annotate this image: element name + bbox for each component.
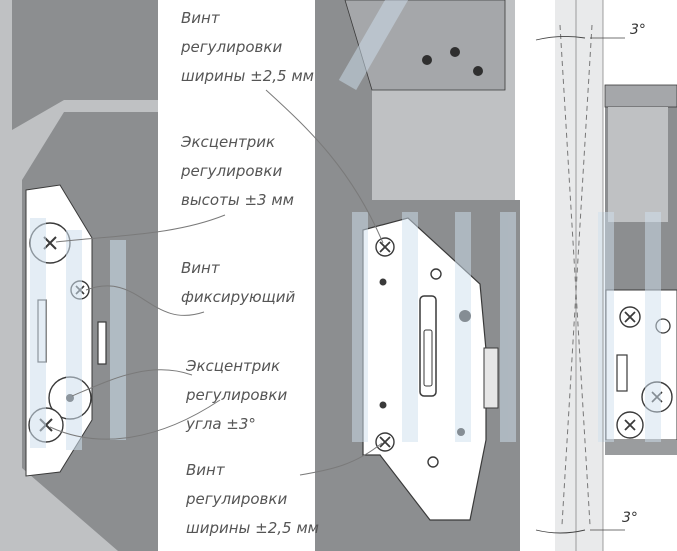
- label-angle-eccentric: Эксцентрик регулировки угла ±3°: [186, 352, 287, 439]
- middle-width-screw-bottom: [375, 432, 395, 452]
- label-height-eccentric-line-3: высоты ±3 мм: [181, 191, 294, 209]
- left-upper-door-panel: [12, 0, 158, 130]
- angle-arc-top: [535, 35, 586, 41]
- angle-arc-bottom: [535, 529, 586, 534]
- label-width-screw-bottom: Винт регулировки ширины ±2,5 мм: [186, 456, 319, 543]
- label-angle-eccentric-line-2: регулировки: [186, 386, 288, 404]
- pin-1: [422, 55, 432, 65]
- label-width-screw-top-line-1: Винт: [181, 9, 220, 27]
- watermark-logo-right: [598, 212, 661, 442]
- right-cabinet-face: [608, 107, 668, 222]
- leader-lines: [49, 89, 384, 476]
- angle-label-bottom: 3°: [622, 510, 638, 526]
- label-width-screw-top-line-2: регулировки: [181, 38, 283, 56]
- hole-4: [379, 401, 387, 409]
- leader-height-eccentric: [55, 214, 226, 243]
- label-fixing-screw: Винт фиксирующий: [181, 254, 295, 312]
- leader-left-width-screw: [49, 399, 221, 440]
- angle-label-top: 3°: [630, 22, 646, 38]
- left-view: [0, 0, 158, 551]
- watermark-logo-middle: [338, 0, 516, 442]
- label-height-eccentric: Эксцентрик регулировки высоты ±3 мм: [181, 128, 294, 215]
- middle-view: [315, 0, 520, 551]
- right-screw-top: [619, 306, 641, 328]
- leader-angle-eccentric: [71, 369, 193, 397]
- right-view: [535, 0, 677, 551]
- tilt-line-right: [561, 24, 593, 526]
- label-width-screw-bottom-line-1: Винт: [186, 461, 225, 479]
- pin-3: [473, 66, 483, 76]
- label-fixing-screw-line-2: фиксирующий: [181, 288, 296, 306]
- hole-1: [379, 278, 387, 286]
- label-angle-eccentric-line-1: Эксцентрик: [186, 357, 281, 375]
- left-slot-2: [97, 321, 107, 365]
- right-door-edge: [555, 0, 603, 551]
- right-cabinet-bottom: [605, 440, 677, 455]
- label-width-screw-bottom-line-3: ширины ±2,5 мм: [186, 519, 319, 537]
- middle-width-screw-top: [375, 237, 395, 257]
- leader-fixing-screw: [85, 285, 205, 316]
- right-screw-bottom: [616, 411, 644, 439]
- label-width-screw-top-line-3: ширины ±2,5 мм: [181, 67, 314, 85]
- pin-2: [450, 47, 460, 57]
- tilt-line-left: [559, 24, 591, 526]
- leader-width-screw-top: [265, 89, 384, 244]
- right-slot: [616, 354, 628, 392]
- middle-inner-slot: [423, 329, 433, 387]
- hole-6: [427, 456, 439, 468]
- label-angle-eccentric-line-3: угла ±3°: [186, 415, 256, 433]
- label-height-eccentric-line-2: регулировки: [181, 162, 283, 180]
- watermark-logo-left: [30, 218, 126, 450]
- label-width-screw-top: Винт регулировки ширины ±2,5 мм: [181, 4, 314, 91]
- label-fixing-screw-line-1: Винт: [181, 259, 220, 277]
- hole-2: [430, 268, 442, 280]
- middle-side-tab: [483, 347, 499, 409]
- leader-width-screw-bottom: [299, 442, 383, 476]
- label-width-screw-bottom-line-2: регулировки: [186, 490, 288, 508]
- label-height-eccentric-line-1: Эксцентрик: [181, 133, 276, 151]
- right-cabinet-top: [604, 84, 677, 108]
